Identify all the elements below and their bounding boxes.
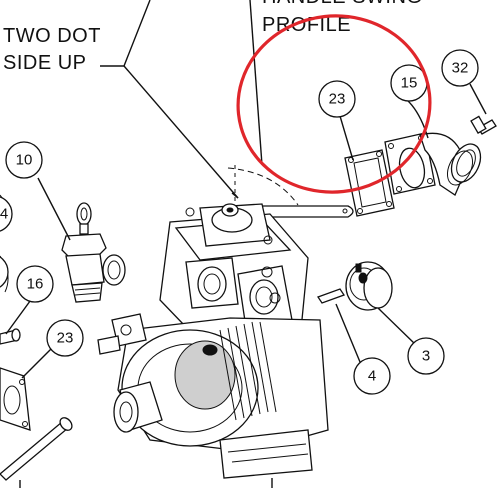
callout-leaders — [100, 0, 263, 199]
bolt-32 — [470, 115, 497, 135]
balloon-left-partial-empty — [0, 256, 9, 288]
callout-side-up: SIDE UP — [3, 52, 87, 74]
balloon-label: 16 — [27, 276, 44, 293]
balloon-label: 23 — [57, 330, 74, 347]
balloon-label: 32 — [452, 60, 469, 77]
balloon-label: 4 — [368, 368, 376, 385]
balloon-label: 15 — [401, 75, 418, 92]
pump-body — [97, 203, 329, 479]
balloon-4-right: 4 — [353, 357, 391, 395]
balloon-label: 4 — [0, 206, 8, 223]
coupling-3 — [345, 261, 393, 311]
balloon-23-lower: 23 — [46, 319, 84, 357]
balloon-10: 10 — [5, 141, 43, 179]
callout-handle-swing: HANDLE SWING — [262, 0, 422, 8]
callout-two-dot: TWO DOT — [3, 25, 101, 47]
left-bolt-16 — [0, 328, 21, 345]
key-4 — [317, 288, 345, 304]
balloon-23-upper: 23 — [318, 80, 356, 118]
balloon-leaders — [5, 83, 487, 488]
balloon-label: 10 — [16, 152, 33, 169]
long-stud — [0, 417, 73, 481]
left-gasket-23 — [0, 367, 31, 431]
highlight-circle — [236, 14, 432, 194]
elbow-fitting-15 — [384, 132, 482, 196]
balloon-label: 3 — [422, 348, 430, 365]
balloon-3: 3 — [407, 337, 445, 375]
gasket-23-upper — [344, 149, 395, 217]
balloon-32: 32 — [441, 49, 479, 87]
balloon-16: 16 — [16, 265, 54, 303]
relief-valve-10 — [61, 202, 126, 303]
balloon-label: 23 — [329, 91, 346, 108]
balloon-4-left-partial: 4 — [0, 196, 13, 232]
